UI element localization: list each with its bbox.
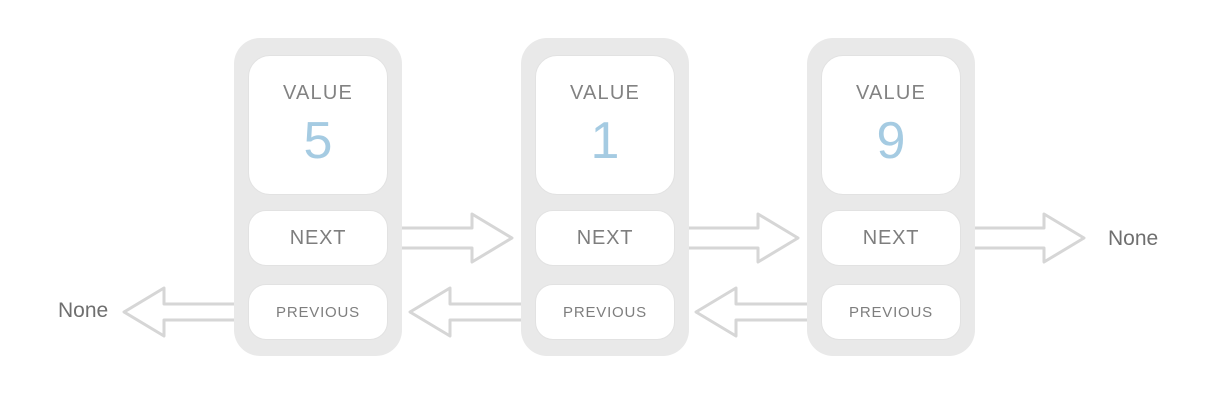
- node-2-next-slot[interactable]: NEXT: [535, 210, 675, 266]
- node-2-value: 1: [590, 112, 620, 170]
- node-3-next-slot[interactable]: NEXT: [821, 210, 961, 266]
- node-2-previous-slot[interactable]: PREVIOUS: [535, 284, 675, 340]
- node-2-next-label: NEXT: [576, 227, 634, 249]
- list-node-1[interactable]: VALUE 5 NEXT PREVIOUS: [234, 38, 402, 356]
- list-node-3[interactable]: VALUE 9 NEXT PREVIOUS: [807, 38, 975, 356]
- node-3-value-slot: VALUE 9: [821, 55, 961, 195]
- node-1-previous-label: PREVIOUS: [276, 303, 360, 321]
- node-3-next-label: NEXT: [862, 227, 920, 249]
- node-1-value-slot: VALUE 5: [248, 55, 388, 195]
- node-1-next-slot[interactable]: NEXT: [248, 210, 388, 266]
- node-1-value-label: VALUE: [282, 82, 354, 104]
- node-2-value-label: VALUE: [569, 82, 641, 104]
- node-2-value-slot: VALUE 1: [535, 55, 675, 195]
- node-1-next-label: NEXT: [289, 227, 347, 249]
- node-3-previous-slot[interactable]: PREVIOUS: [821, 284, 961, 340]
- tail-next-none-label: None: [1108, 227, 1159, 250]
- node-1-previous-slot[interactable]: PREVIOUS: [248, 284, 388, 340]
- list-node-2[interactable]: VALUE 1 NEXT PREVIOUS: [521, 38, 689, 356]
- head-previous-none-label: None: [58, 299, 109, 322]
- node-3-value: 9: [876, 112, 906, 170]
- node-3-value-label: VALUE: [855, 82, 927, 104]
- node-2-previous-label: PREVIOUS: [563, 303, 647, 321]
- node-1-value: 5: [303, 112, 333, 170]
- node-3-previous-label: PREVIOUS: [849, 303, 933, 321]
